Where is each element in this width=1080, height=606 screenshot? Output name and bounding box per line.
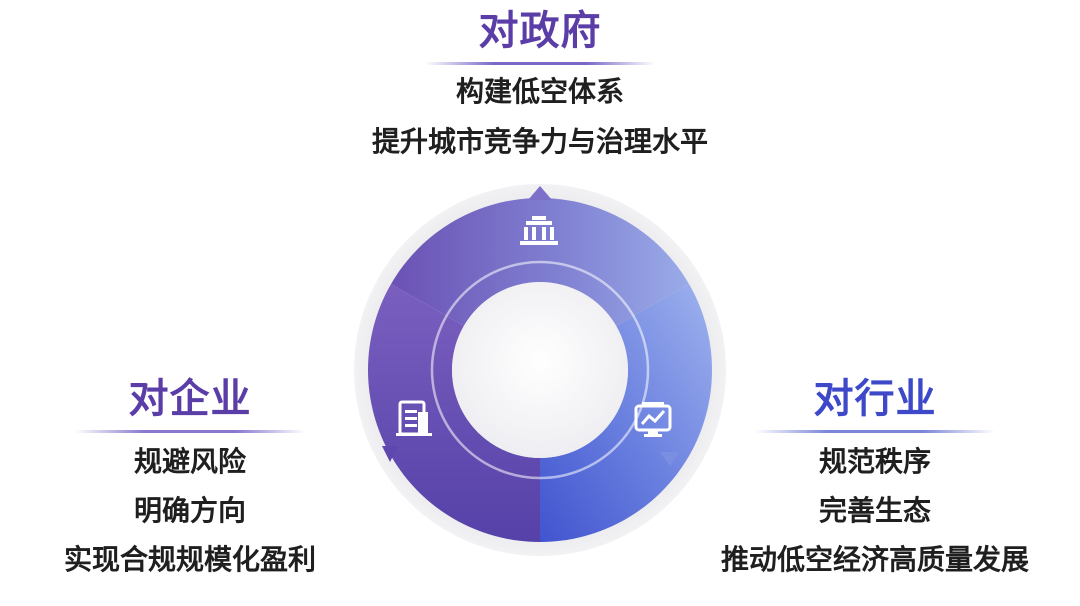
government-line-1: 构建低空体系 bbox=[455, 75, 624, 108]
government-section: 对政府 构建低空体系 提升城市竞争力与治理水平 bbox=[290, 8, 790, 159]
top-pointer bbox=[528, 186, 552, 200]
right-pointer bbox=[660, 452, 680, 466]
center-disc bbox=[452, 282, 628, 458]
government-line-2: 提升城市竞争力与治理水平 bbox=[371, 125, 708, 158]
industry-chart-icon bbox=[634, 402, 672, 437]
industry-section: 对行业 规范秩序 完善生态 推动低空经济高质量发展 bbox=[690, 376, 1060, 577]
government-divider bbox=[425, 62, 655, 65]
industry-title: 对行业 bbox=[813, 376, 937, 422]
industry-ring-segment bbox=[540, 284, 712, 542]
enterprise-line-2: 明确方向 bbox=[133, 494, 246, 527]
enterprise-divider bbox=[75, 430, 305, 433]
government-title: 对政府 bbox=[478, 8, 602, 54]
stakeholder-cycle-ring bbox=[354, 184, 726, 556]
enterprise-document-icon bbox=[396, 400, 432, 436]
enterprise-line-1: 规避风险 bbox=[133, 445, 246, 478]
enterprise-section: 对企业 规避风险 明确方向 实现合规规模化盈利 bbox=[20, 376, 360, 577]
industry-divider bbox=[755, 430, 995, 433]
enterprise-ring-segment bbox=[368, 284, 540, 542]
industry-line-3: 推动低空经济高质量发展 bbox=[720, 543, 1029, 576]
enterprise-line-3: 实现合规规模化盈利 bbox=[63, 543, 316, 576]
government-building-icon bbox=[520, 216, 558, 245]
industry-line-1: 规范秩序 bbox=[818, 445, 931, 478]
enterprise-title: 对企业 bbox=[128, 376, 252, 422]
industry-line-2: 完善生态 bbox=[818, 494, 931, 527]
left-pointer bbox=[382, 446, 398, 462]
inner-ring-line bbox=[430, 260, 650, 480]
